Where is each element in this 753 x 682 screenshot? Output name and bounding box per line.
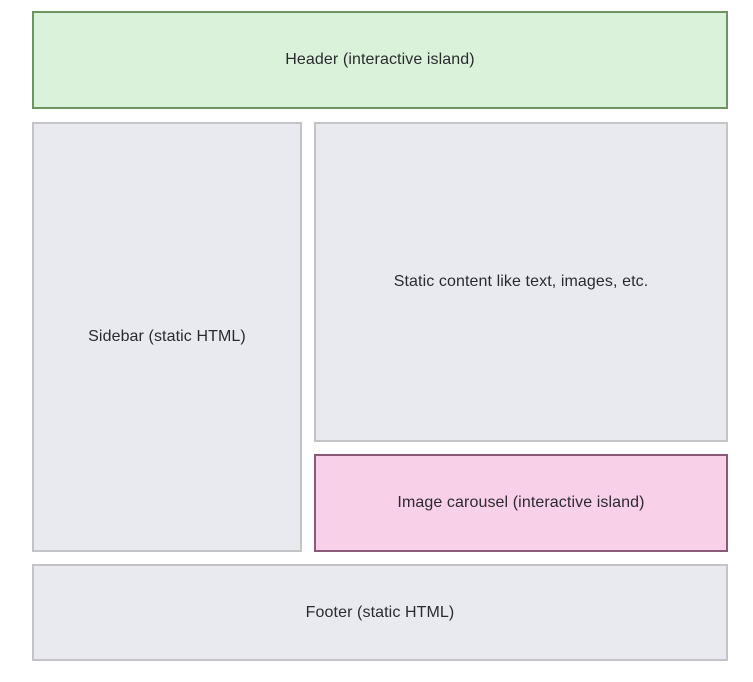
image-carousel-block: Image carousel (interactive island) [314,454,728,552]
sidebar-label: Sidebar (static HTML) [88,328,246,345]
footer-block: Footer (static HTML) [32,564,728,661]
static-content-label: Static content like text, images, etc. [393,273,649,290]
header-block: Header (interactive island) [32,11,728,109]
image-carousel-label: Image carousel (interactive island) [397,494,645,511]
footer-label: Footer (static HTML) [305,603,455,621]
header-label: Header (interactive island) [285,51,475,68]
sidebar-block: Sidebar (static HTML) [32,122,302,552]
static-content-block: Static content like text, images, etc. [314,122,728,442]
